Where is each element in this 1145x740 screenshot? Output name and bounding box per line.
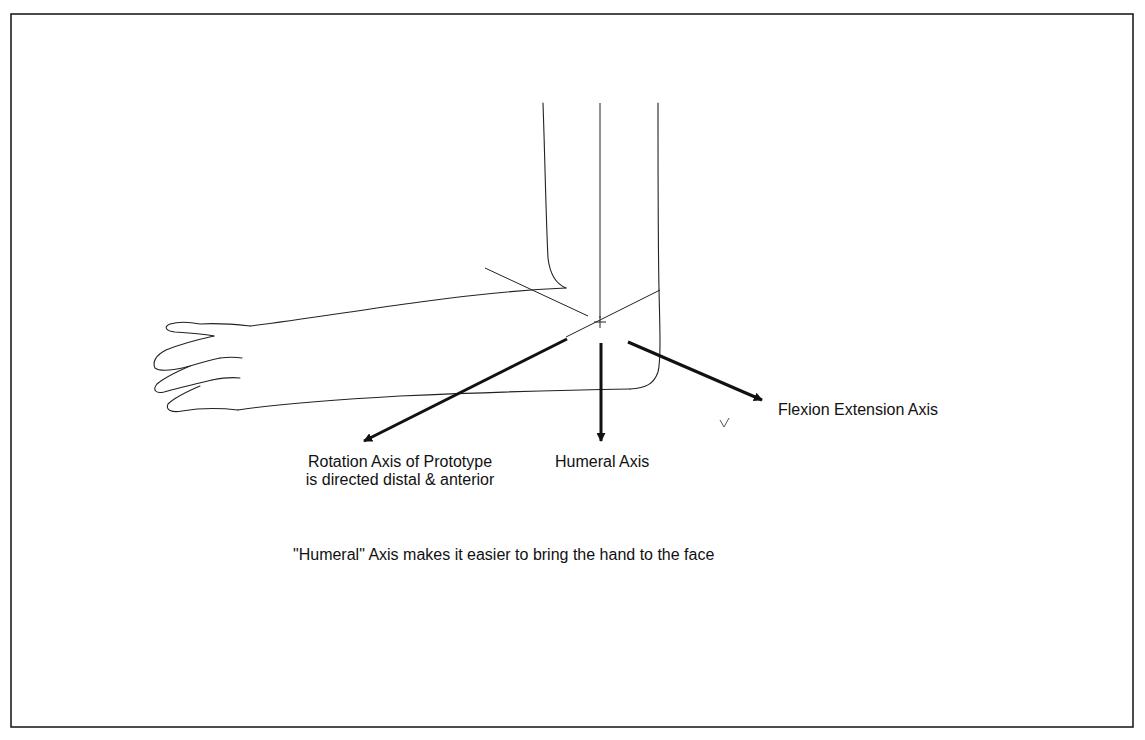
axis-arrows xyxy=(364,339,762,441)
humeral-arrow xyxy=(600,343,603,441)
frame-border xyxy=(11,14,1133,727)
flexion-line xyxy=(485,268,588,316)
axis-label: Humeral Axis xyxy=(555,453,652,471)
flexion-arrow xyxy=(628,342,762,400)
center-cross xyxy=(600,316,601,328)
stray-mark xyxy=(720,418,729,427)
rotation-line xyxy=(566,290,660,337)
rotation-arrow xyxy=(364,339,567,441)
axis-label: Flexion Extension Axis xyxy=(778,401,941,419)
caption-note: "Humeral" Axis makes it easier to bring … xyxy=(293,546,717,564)
arm-outline xyxy=(154,103,660,412)
humeral-line xyxy=(600,103,601,318)
axis-label: Rotation Axis of Prototype is directed d… xyxy=(305,453,495,489)
axis-lines xyxy=(485,103,660,337)
